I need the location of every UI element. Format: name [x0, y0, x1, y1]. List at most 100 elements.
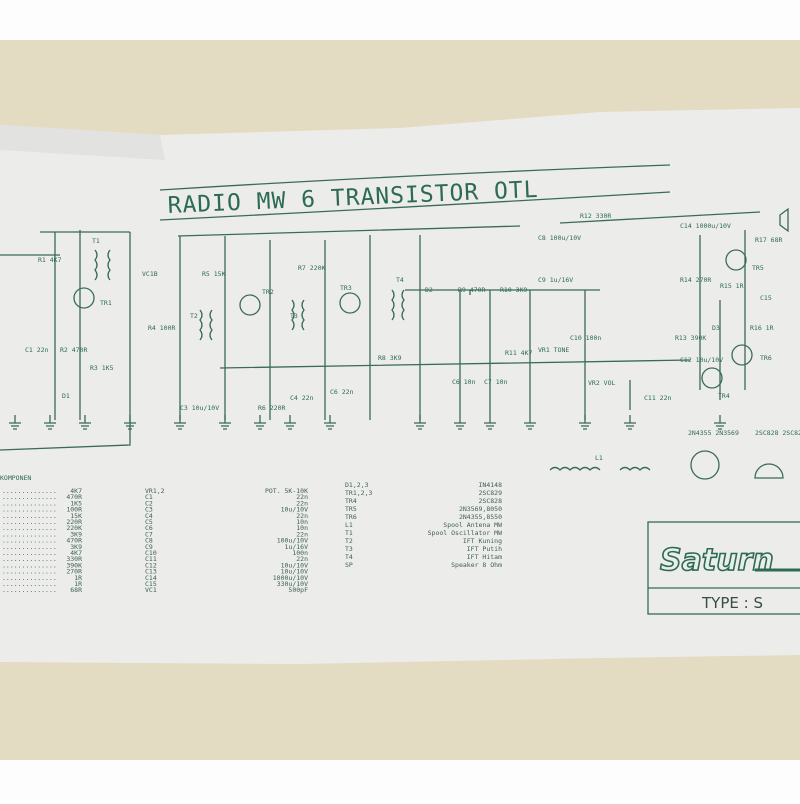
parts-cap-value: 100u/10V: [277, 537, 308, 545]
parts-cap-name: VR1,2: [145, 487, 165, 495]
ground-icon: [714, 415, 726, 430]
component-label: C12 10u/10V: [680, 356, 723, 364]
parts-cap-value: 500pF: [288, 586, 308, 594]
parts-cap-name: C10: [145, 549, 157, 557]
parts-dotted-leader: ..............: [2, 586, 57, 594]
component-label: R16 1R: [750, 324, 774, 332]
supply-rail: [0, 211, 761, 369]
component-label: R6 220R: [258, 404, 285, 412]
component-label: C8 100u/10V: [538, 234, 581, 242]
parts-resistor-value: 15K: [70, 512, 82, 520]
parts-semi-name: TR5: [345, 505, 357, 513]
ground-icon: [254, 415, 266, 430]
component-label: R5 15K: [202, 270, 226, 278]
component-label: R11 4K7: [505, 349, 532, 357]
parts-semi-name: T2: [345, 537, 353, 545]
parts-dotted-leader: ..............: [2, 580, 57, 588]
component-label: TR1: [100, 299, 112, 307]
ground-icon: [484, 415, 496, 430]
component-label: R3 1K5: [90, 364, 114, 372]
component-label: TR6: [760, 354, 772, 362]
component-label: C14 1000u/10V: [680, 222, 731, 230]
parts-cap-name: C13: [145, 568, 157, 576]
parts-resistor-value: 1R: [74, 574, 82, 582]
ground-icon: [414, 415, 426, 430]
parts-cap-value: 1000u/10V: [273, 574, 308, 582]
component-label: R7 220K: [298, 264, 325, 272]
parts-cap-value: 10u/10V: [281, 506, 308, 514]
ground-icon: [174, 415, 186, 430]
parts-cap-value: 10u/10V: [281, 561, 308, 569]
parts-dotted-leader: ..............: [2, 493, 57, 501]
component-label: VC1B: [142, 270, 158, 278]
parts-semi-name: SP: [345, 561, 353, 569]
component-label: R14 270R: [680, 276, 711, 284]
parts-semi-value: IFT Putih: [467, 545, 502, 553]
parts-cap-name: C6: [145, 524, 153, 532]
component-label: T4: [396, 276, 404, 284]
parts-dotted-leader: ..............: [2, 555, 57, 563]
title-block: [647, 521, 800, 615]
parts-cap-value: POT. 5K-10K: [265, 487, 308, 495]
ground-icon: [124, 415, 136, 430]
parts-cap-name: VC1: [145, 586, 157, 594]
parts-cap-name: C4: [145, 512, 153, 520]
parts-semi-name: L1: [345, 521, 353, 529]
ground-icon: [219, 415, 231, 430]
parts-cap-value: 10n: [296, 518, 308, 526]
parts-cap-value: 22n: [296, 512, 308, 520]
parts-dotted-leader: ..............: [2, 537, 57, 545]
component-label: T3: [290, 312, 298, 320]
parts-cap-value: 22n: [296, 499, 308, 507]
parts-semi-name: TR1,2,3: [345, 489, 372, 497]
transformers: [94, 249, 651, 471]
parts-resistor-value: 390K: [66, 561, 82, 569]
ground-symbols: [9, 415, 726, 430]
component-label: R4 100R: [148, 324, 175, 332]
parts-resistor-value: 68R: [70, 586, 82, 594]
parts-semi-value: 2SC828: [479, 497, 503, 505]
component-label: 2N4355 2N3569: [688, 429, 739, 437]
ground-icon: [79, 415, 91, 430]
parts-cap-name: C2: [145, 499, 153, 507]
parts-dotted-leader: ..............: [2, 574, 57, 582]
parts-resistor-value: 220K: [66, 524, 82, 532]
paper-sheet: [0, 108, 800, 664]
parts-resistor-value: 100R: [66, 506, 82, 514]
component-label: C6 22n: [330, 388, 354, 396]
parts-semi-value: Spool Oscillator MW: [428, 529, 502, 537]
component-label: D2: [425, 286, 433, 294]
parts-cap-name: C5: [145, 518, 153, 526]
parts-semi-name: T4: [345, 553, 353, 561]
parts-resistor-value: 270R: [66, 568, 82, 576]
parts-cap-name: C7: [145, 530, 153, 538]
type-label: TYPE : S: [701, 594, 763, 612]
component-label: C15: [760, 294, 772, 302]
component-label: R15 1R: [720, 282, 744, 290]
parts-semi-name: T1: [345, 529, 353, 537]
parts-semi-value: IN4148: [479, 481, 503, 489]
component-label: C7 10n: [484, 378, 508, 386]
parts-cap-name: C15: [145, 580, 157, 588]
parts-dotted-leader: ..............: [2, 543, 57, 551]
component-label: TR4: [718, 392, 730, 400]
parts-resistor-value: 3K9: [70, 530, 82, 538]
component-label: D1: [62, 392, 70, 400]
title-banner-lines: [159, 164, 671, 221]
paper-fold-shade: [0, 125, 165, 160]
parts-cap-name: C11: [145, 555, 157, 563]
parts-dotted-leader: ..............: [2, 512, 57, 520]
speaker-icon: [779, 207, 789, 233]
component-label: R9 470R: [458, 286, 485, 294]
component-label: R8 3K9: [378, 354, 402, 362]
parts-cap-name: C9: [145, 543, 153, 551]
parts-semi-name: TR6: [345, 513, 357, 521]
component-label: T1: [92, 237, 100, 245]
parts-dotted-leader: ..............: [2, 524, 57, 532]
parts-dotted-leader: ..............: [2, 499, 57, 507]
component-label: C6 10n: [452, 378, 476, 386]
parts-cap-value: 100n: [292, 549, 308, 557]
